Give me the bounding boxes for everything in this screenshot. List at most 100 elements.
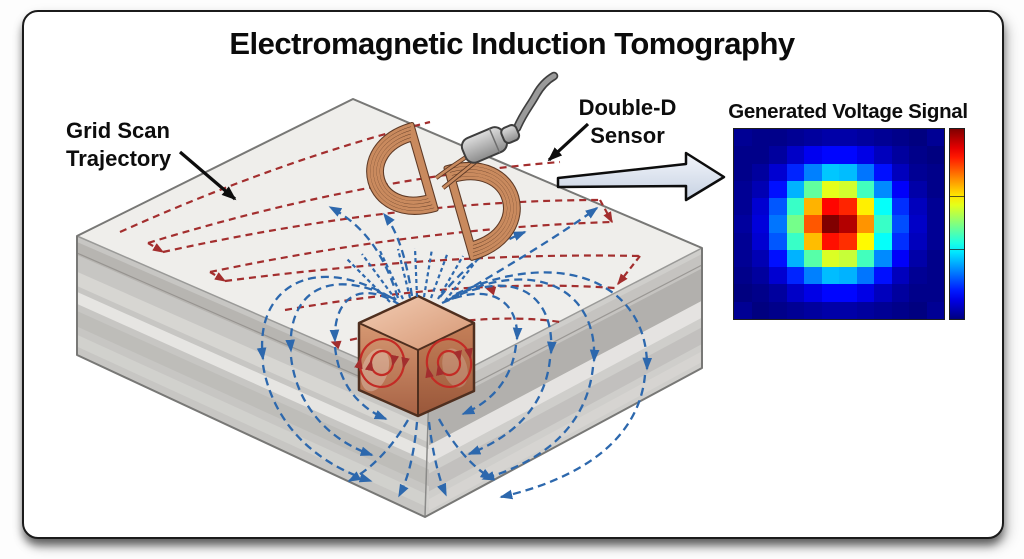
heatmap-cell [856, 146, 874, 164]
heatmap-cell [891, 129, 909, 147]
heatmap-cell [926, 267, 944, 285]
heatmap-cell [751, 284, 769, 302]
heatmap-cell [751, 215, 769, 233]
heatmap-cell [769, 267, 787, 285]
heatmap-cell [734, 129, 752, 147]
heatmap-cell [909, 284, 927, 302]
colorbar-tick [950, 248, 964, 251]
heatmap-cell [751, 180, 769, 199]
heatmap-cell [821, 232, 839, 250]
heatmap-cell [839, 146, 857, 164]
heatmap-cell [874, 232, 892, 250]
heatmap-cell [909, 267, 927, 285]
heatmap-cell [926, 146, 944, 164]
heatmap-cell [891, 163, 909, 181]
heatmap-cell [909, 198, 927, 216]
heatmap-cell [786, 198, 804, 216]
heatmap-cell [821, 284, 839, 302]
heatmap-cell [821, 180, 839, 199]
heatmap-cell [926, 198, 944, 216]
grid-scan-label-line1: Grid Scan [66, 118, 170, 143]
heatmap-cell [891, 198, 909, 216]
heatmap-cell [734, 180, 752, 199]
heatmap-cell [804, 198, 822, 216]
heatmap-cell [804, 215, 822, 233]
heatmap-cell [751, 232, 769, 250]
heatmap-title: Generated Voltage Signal [728, 100, 968, 123]
heatmap-cell [734, 284, 752, 302]
heatmap-cell [874, 129, 892, 147]
heatmap-cell [926, 163, 944, 181]
heatmap-cell [769, 284, 787, 302]
heatmap-cell [926, 180, 944, 199]
heatmap-cell [909, 163, 927, 181]
heatmap-cell [821, 146, 839, 164]
heatmap-cell [891, 301, 909, 319]
heatmap-cell [804, 146, 822, 164]
heatmap-cell [856, 284, 874, 302]
heatmap-cell [734, 267, 752, 285]
heatmap-cell [839, 232, 857, 250]
heatmap-cell [839, 301, 857, 319]
heatmap-cell [751, 249, 769, 268]
heatmap-cell [786, 232, 804, 250]
heatmap-cell [751, 198, 769, 216]
heatmap-cell [874, 267, 892, 285]
heatmap-cell [769, 249, 787, 268]
heatmap-cell [856, 129, 874, 147]
heatmap-cell [839, 284, 857, 302]
heatmap-cell [734, 163, 752, 181]
heatmap-cell [839, 267, 857, 285]
heatmap-cell [926, 129, 944, 147]
heatmap-cell [874, 198, 892, 216]
heatmap-cell [786, 129, 804, 147]
heatmap-cell [751, 129, 769, 147]
heatmap-cell [751, 163, 769, 181]
heatmap-cell [839, 198, 857, 216]
grid-scan-label-line2: Trajectory [66, 145, 172, 171]
heatmap-cell [769, 301, 787, 319]
heatmap-cell [856, 301, 874, 319]
heatmap-cell [909, 146, 927, 164]
heatmap-cell [856, 198, 874, 216]
heatmap-cell [769, 163, 787, 181]
heatmap-cell [909, 232, 927, 250]
heatmap-cell [874, 284, 892, 302]
heatmap-cell [804, 284, 822, 302]
heatmap-cell [874, 249, 892, 268]
heatmap-cell [734, 146, 752, 164]
heatmap-cell [839, 215, 857, 233]
heatmap-cell [786, 215, 804, 233]
heatmap-cell [891, 284, 909, 302]
heatmap-cell [874, 301, 892, 319]
heatmap-cell [821, 215, 839, 233]
heatmap-cell [839, 163, 857, 181]
heatmap-cell [734, 301, 752, 319]
heatmap-cell [821, 267, 839, 285]
heatmap-cell [856, 267, 874, 285]
heatmap-cell [769, 215, 787, 233]
colorbar-tick [950, 195, 964, 197]
heatmap-cell [786, 163, 804, 181]
sensor-label-line2: Sensor [590, 122, 665, 148]
heatmap-cell [804, 129, 822, 147]
heatmap-cell [751, 301, 769, 319]
sensor-label: Double-D Sensor [555, 94, 700, 149]
page-title: Electromagnetic Induction Tomography [229, 26, 795, 61]
heatmap-cell [856, 163, 874, 181]
heatmap-cell [926, 301, 944, 319]
heatmap-cell [804, 163, 822, 181]
heatmap-cell [769, 232, 787, 250]
heatmap-cell [891, 146, 909, 164]
heatmap-cell [804, 267, 822, 285]
heatmap-cell [786, 301, 804, 319]
heatmap-cell [821, 129, 839, 147]
heatmap-cell [926, 284, 944, 302]
heatmap-cell [804, 301, 822, 319]
heatmap-cell [821, 249, 839, 268]
heatmap-cell [856, 180, 874, 199]
heatmap-cell [909, 249, 927, 268]
heatmap-cell [874, 180, 892, 199]
heatmap-cell [734, 249, 752, 268]
